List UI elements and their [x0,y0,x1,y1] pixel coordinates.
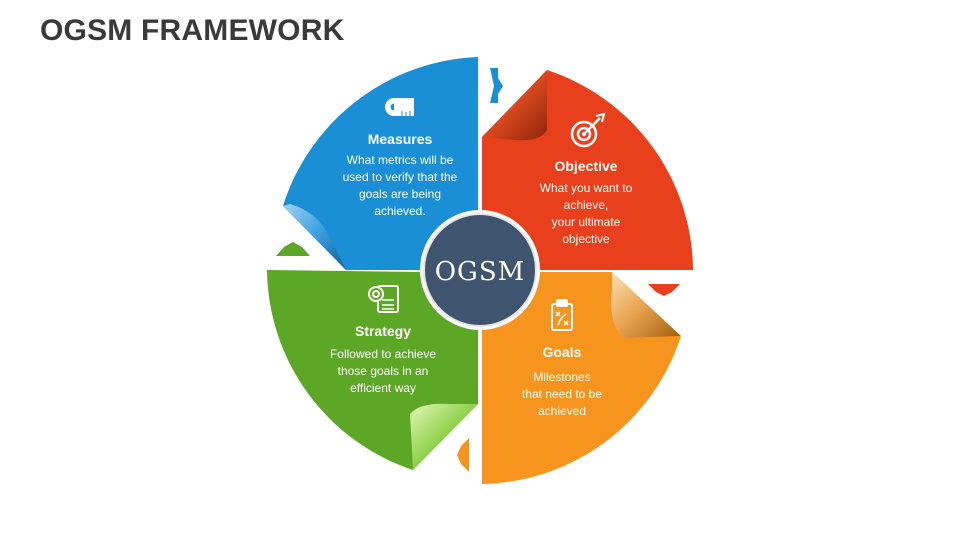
arrow-right-icon [490,68,503,103]
page-curl-strategy [410,403,478,470]
objective-desc-line-1: What you want to [540,181,633,195]
goals-desc-line-2: that need to be [522,387,602,401]
strategy-desc-line-2: those goals in an [338,364,429,378]
strategy-title: Strategy [355,323,411,339]
arrow-up-icon [276,242,310,256]
quadrant-objective [482,70,693,270]
quadrant-measures-shape [283,57,478,270]
checklist-target-icon [368,285,399,313]
clipboard-plan-icon [551,299,573,331]
strategy-desc-line-3: efficient way [350,381,416,395]
objective-desc-line-3: your ultimate [552,215,621,229]
goals-desc-line-1: Milestones [533,370,590,384]
strategy-desc-line-1: Followed to achieve [330,347,436,361]
arrow-left-icon [457,438,469,472]
measures-desc-line-2: used to verify that the [343,170,458,184]
center-hub: OGSM [420,210,540,330]
goals-title: Goals [543,344,582,360]
page-title: OGSM FRAMEWORK [40,14,345,47]
measuring-tape-icon [385,98,414,116]
page-curl-objective [482,70,547,141]
quadrant-goals [482,272,681,484]
page-curl-measures [283,204,346,270]
page-curl-goals [611,272,681,338]
measures-desc-line-1: What metrics will be [347,153,454,167]
measures-desc-line-3: goals are being [359,187,441,201]
arrow-down-icon [648,284,680,296]
quadrant-strategy [267,270,478,470]
objective-desc-line-4: objective [562,232,610,246]
target-icon [570,112,606,148]
quadrant-measures [283,57,478,270]
objective-title: Objective [554,158,617,174]
measures-desc-line-4: achieved. [374,204,425,218]
objective-desc-line-2: achieve, [564,198,609,212]
measures-title: Measures [368,131,433,147]
goals-desc-line-3: achieved [538,404,586,418]
center-label: OGSM [435,257,526,287]
